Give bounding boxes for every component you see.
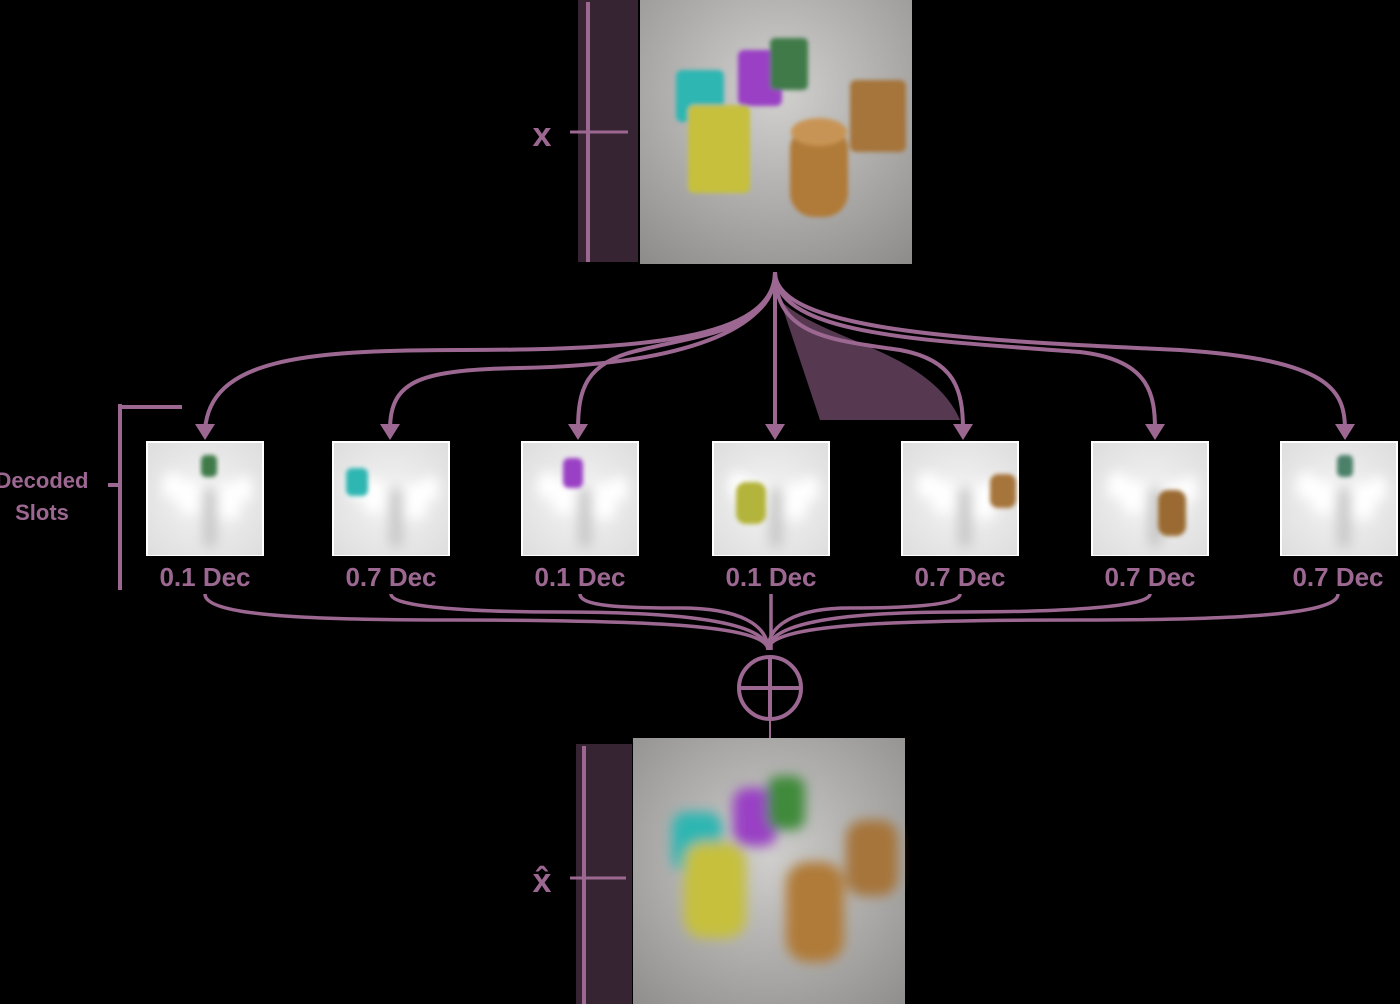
slot-5 [901,441,1019,556]
slot-label: 0.7 Dec [1292,562,1383,592]
fanin-lines [203,593,1340,651]
slot-object [346,468,368,496]
slot-label: 0.1 Dec [534,562,625,592]
slots-label-line1: Decoded [0,468,88,493]
slot-object [1158,490,1186,536]
slot-label: 0.7 Dec [914,562,1005,592]
slot-label: 0.1 Dec [725,562,816,592]
output-brace [570,744,632,1004]
input-image [640,0,912,264]
fanout-arrowheads [195,424,1355,440]
input-brace [570,0,638,262]
fanout-arrows [203,271,1347,431]
slot-label: 0.1 Dec [159,562,250,592]
slot-object [1337,455,1353,477]
slot-3 [521,441,639,556]
slot-label: 0.7 Dec [1104,562,1195,592]
output-label: x̂ [533,862,552,900]
slot-4 [712,441,830,556]
slot-object [563,458,583,488]
slot-7 [1280,441,1398,556]
slots-label-line2: Slots [15,500,69,525]
slot-6 [1091,441,1209,556]
slot-object [990,474,1016,508]
input-label: x [533,116,552,154]
slot-2 [332,441,450,556]
sum-node [737,655,803,740]
output-image [633,738,905,1004]
slots-brace [108,404,182,590]
slot-labels: 0.1 Dec 0.7 Dec 0.1 Dec 0.1 Dec 0.7 Dec … [159,562,1383,592]
slot-label: 0.7 Dec [345,562,436,592]
slot-1 [146,441,264,556]
slot-object [736,482,766,524]
slot-object [201,455,217,477]
